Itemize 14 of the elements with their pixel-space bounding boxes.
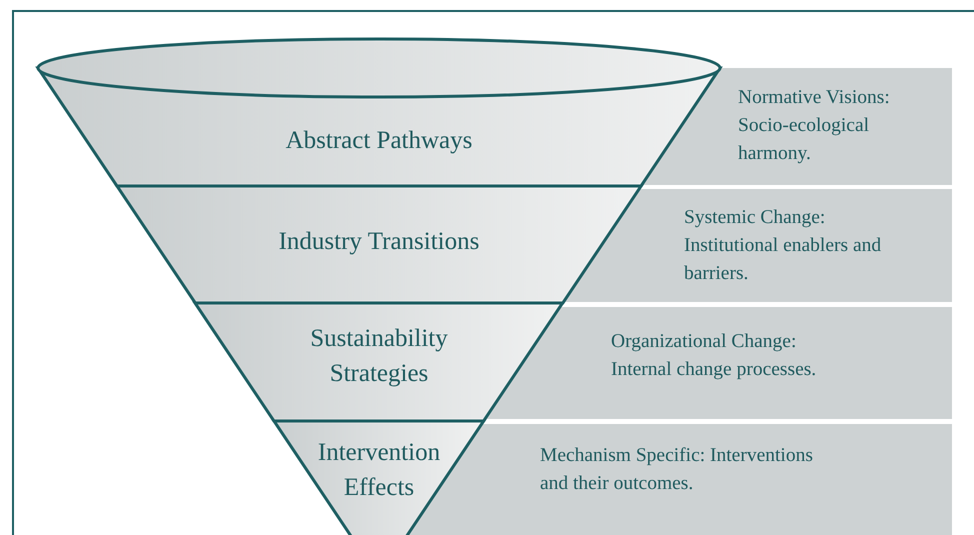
description-text: Normative Visions: Socio-ecological harmony. [738,86,891,166]
layer-label: Abstract Pathways [284,126,474,156]
description-text: Organizational Change: Internal change processes. [610,330,818,382]
funnel-layer [116,186,642,303]
funnel-layer [195,303,563,421]
layer-label: Intervention Effects [316,438,442,503]
description-panel [486,307,952,419]
layer-label: Industry Transitions [278,227,480,257]
funnel-layer [38,38,720,186]
funnel-layer [274,421,484,535]
layer-label: Sustainability Strategies [309,324,449,389]
description-panel [564,189,952,302]
description-text: Mechanism Specific: Interventions and their outcomes. [540,444,814,496]
description-text: Systemic Change: Institutional enablers and barriers. [684,206,882,286]
